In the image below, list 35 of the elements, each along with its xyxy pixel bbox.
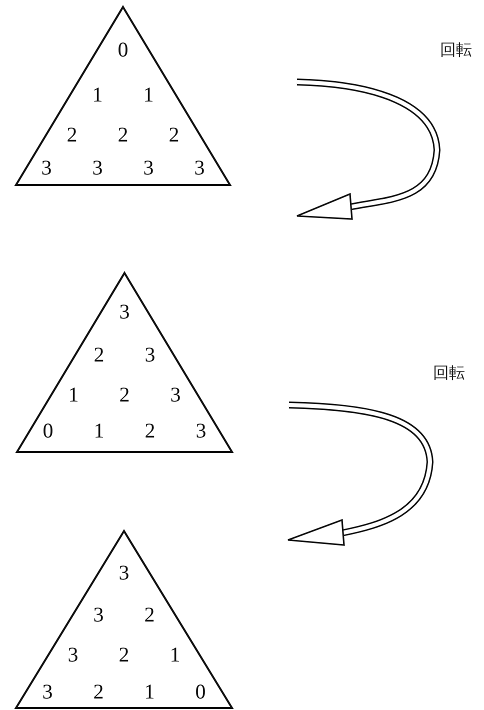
number-triangle bbox=[17, 273, 232, 452]
triangle-number: 3 bbox=[92, 158, 103, 178]
triangle-number: 1 bbox=[170, 644, 180, 666]
triangle-number: 3 bbox=[118, 562, 130, 584]
triangle-number: 0 bbox=[195, 682, 206, 702]
triangle-number: 2 bbox=[118, 124, 128, 146]
triangle-number: 2 bbox=[144, 420, 156, 442]
triangle-number: 3 bbox=[170, 384, 181, 406]
triangle-number: 3 bbox=[93, 604, 104, 626]
triangle-number: 3 bbox=[194, 158, 205, 178]
triangle-number: 2 bbox=[94, 344, 104, 366]
triangle-number: 2 bbox=[66, 124, 78, 146]
triangle-number: 3 bbox=[196, 420, 206, 442]
triangle-number: 1 bbox=[144, 682, 155, 702]
triangle-number: 1 bbox=[92, 84, 103, 106]
number-triangle bbox=[16, 531, 232, 708]
triangle-number: 1 bbox=[68, 384, 79, 406]
triangle-number: 2 bbox=[119, 384, 130, 406]
triangle-number: 0 bbox=[118, 40, 128, 60]
triangle-number: 2 bbox=[144, 604, 155, 626]
triangle-number: 3 bbox=[144, 344, 156, 366]
triangle-number: 3 bbox=[143, 158, 154, 178]
triangle-number: 2 bbox=[168, 124, 180, 146]
triangle-number: 3 bbox=[119, 302, 130, 322]
triangle-number: 2 bbox=[93, 682, 104, 702]
triangle-number: 3 bbox=[42, 682, 53, 702]
triangle-number: 1 bbox=[143, 84, 154, 106]
rotation-label: 回転 bbox=[440, 40, 472, 61]
triangle-number: 0 bbox=[42, 420, 54, 442]
triangle-number: 3 bbox=[68, 644, 78, 666]
number-triangle bbox=[16, 7, 230, 185]
triangle-number: 2 bbox=[118, 644, 130, 666]
triangle-number: 3 bbox=[41, 158, 52, 178]
triangle-number: 1 bbox=[94, 420, 104, 442]
rotation-label: 回転 bbox=[433, 363, 465, 384]
